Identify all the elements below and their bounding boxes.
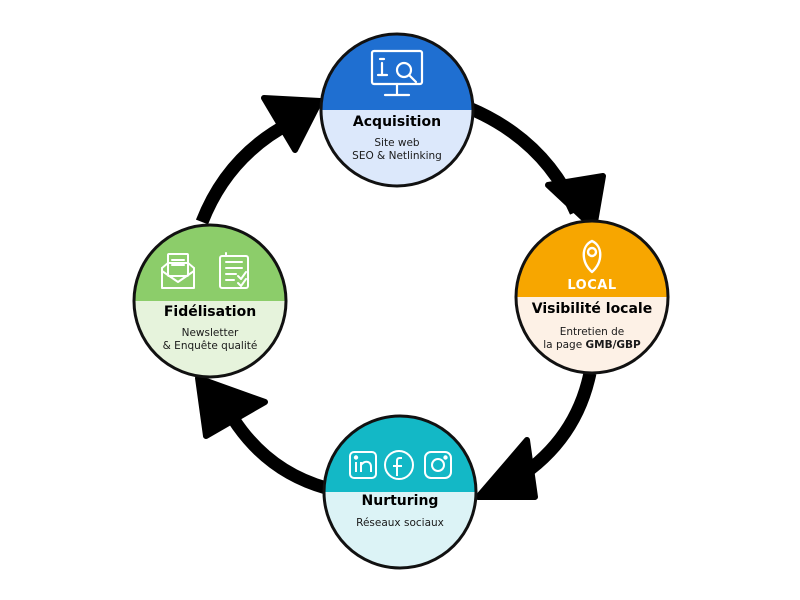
node-local-line2: la page GMB/GBP [543,339,641,351]
newsletter-envelope-icon [161,253,195,289]
survey-checklist-icon [219,252,249,289]
node-fidelisation: Fidélisation Newsletter & Enquête qualit… [132,223,288,379]
arrowheads [195,95,606,500]
node-nurturing-top [324,416,476,492]
node-fidelisation-line2: & Enquête qualité [163,340,258,352]
node-fidelisation-title: Fidélisation [164,304,256,320]
linkedin-icon [349,451,377,479]
facebook-icon [384,450,414,480]
arrowhead-to-fidelisation [195,375,268,439]
node-acquisition: Acquisition Site web SEO & Netlinking [319,32,475,188]
monitor-search-icon [370,49,424,97]
node-local-line2-prefix: la page [543,339,585,351]
local-badge: LOCAL [567,278,616,293]
node-acquisition-line2: SEO & Netlinking [352,150,442,162]
node-local-line1: Entretien de [560,326,625,338]
node-acquisition-title: Acquisition [353,114,441,130]
node-nurturing: Nurturing Réseaux sociaux [322,414,478,570]
node-nurturing-title: Nurturing [362,493,439,509]
instagram-icon [424,451,452,479]
node-local-title: Visibilité locale [532,301,652,317]
arrowhead-to-local [545,173,606,231]
node-fidelisation-top [134,225,286,301]
arrowhead-to-nurturing [475,437,538,500]
arc-fidelisation-to-acquisition [195,116,296,225]
node-nurturing-line1: Réseaux sociaux [356,517,444,529]
map-pin-icon [582,239,602,274]
node-local-line2-bold: GMB/GBP [586,339,642,351]
node-fidelisation-line1: Newsletter [182,327,239,339]
node-local: LOCAL Visibilité locale Entretien de la … [514,219,670,375]
arrowhead-to-acquisition [261,95,323,153]
node-acquisition-line1: Site web [374,137,420,149]
